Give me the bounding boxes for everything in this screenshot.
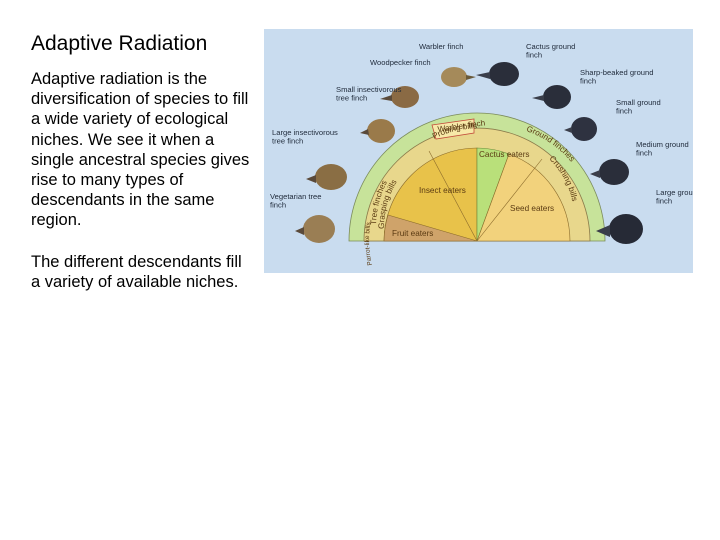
fruit-eaters-wedge xyxy=(383,214,478,242)
adaptive-radiation-figure: Tree finches Ground finches Grasping bil… xyxy=(264,29,693,273)
fruit-eaters-label: Fruit eaters xyxy=(392,229,433,238)
small-insectivorous-tree-finch-icon xyxy=(360,119,395,143)
sharp-beaked-ground-finch-icon xyxy=(532,85,571,109)
finch-diagram: Tree finches Ground finches Grasping bil… xyxy=(270,42,693,266)
cactus-ground-finch-icon xyxy=(476,62,519,86)
woodpecker-finch-icon xyxy=(380,86,419,108)
parrot-like-bills-label: Parrot-like bills xyxy=(364,221,374,266)
seed-eaters-label: Seed eaters xyxy=(510,204,554,213)
small-ground-finch-icon xyxy=(564,117,597,141)
woodpecker-finch-name: Woodpecker finch xyxy=(370,58,431,67)
definition-paragraph: Adaptive radiation is the diversificatio… xyxy=(31,70,250,230)
medium-ground-finch-icon xyxy=(590,159,629,185)
vegetarian-tree-finch-icon xyxy=(295,215,335,243)
warbler-finch-name: Warbler finch xyxy=(419,42,463,51)
large-insectivorous-tree-finch-icon xyxy=(306,164,347,190)
seed-eaters-wedge xyxy=(476,153,571,242)
warbler-finch-icon xyxy=(441,67,476,87)
cactus-eaters-label: Cactus eaters xyxy=(479,150,530,159)
large-ground-finch-icon xyxy=(596,214,643,244)
niches-paragraph: The different descendants fill a variety… xyxy=(31,253,242,292)
slide-title: Adaptive Radiation xyxy=(31,32,208,55)
insect-eaters-label: Insect eaters xyxy=(419,186,466,195)
warbler-finch-segment xyxy=(431,118,475,140)
